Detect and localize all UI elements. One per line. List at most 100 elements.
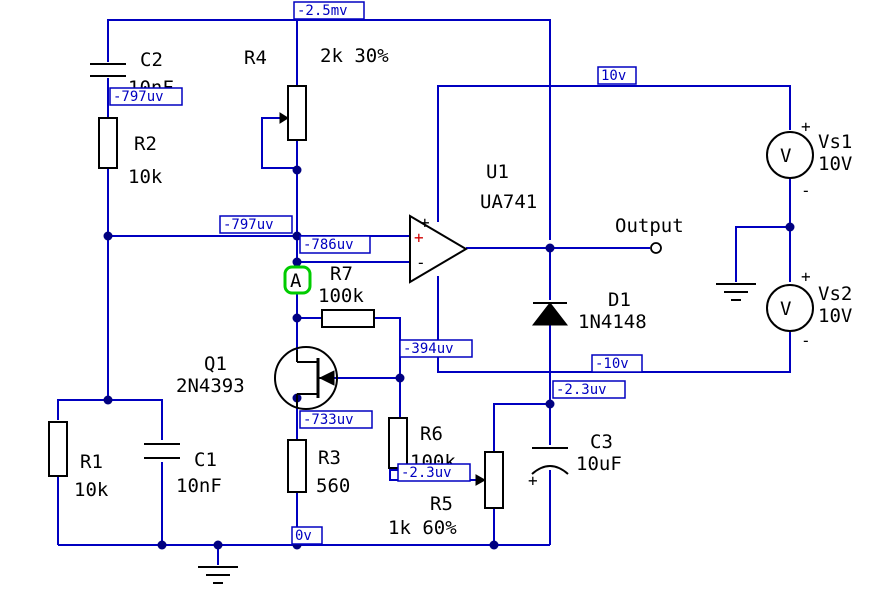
r5-name: R5 (430, 493, 453, 515)
r7-name: R7 (330, 263, 353, 285)
vs1-minus-mark: - (801, 181, 811, 200)
junction-node (103, 231, 113, 241)
u1-name: U1 (486, 161, 509, 183)
junction-node (545, 399, 555, 409)
probe-ground[interactable]: 0v (291, 526, 323, 545)
probe-c2-r2-value: -797uv (113, 89, 164, 105)
vs1-plus-mark: + (801, 117, 811, 136)
probe-top-value: -2.5mv (297, 3, 348, 19)
junction-node (292, 313, 302, 323)
potentiometer-r5[interactable]: R5 1k 60% (388, 451, 504, 539)
voltmeter-symbol: V (780, 298, 791, 320)
potentiometer-r4[interactable]: R4 2k 30% (244, 45, 389, 141)
probe-top[interactable]: -2.5mv (293, 1, 365, 20)
r4-name: R4 (244, 47, 267, 69)
r6-name: R6 (420, 423, 443, 445)
probe-supply-pos-value: 10v (601, 68, 626, 84)
resistor-r2[interactable]: R2 10k (98, 117, 163, 188)
opamp-noninverting-mark: + (414, 228, 424, 247)
output-label: Output (615, 215, 684, 237)
vs2-minus-mark: - (801, 331, 811, 350)
probe-q1-source[interactable]: -733uv (299, 410, 373, 429)
r3-name: R3 (318, 447, 341, 469)
probe-r7-r6[interactable]: -394uv (399, 339, 473, 358)
voltage-source-vs1[interactable]: V + - Vs1 10V (766, 117, 852, 200)
diode-d1[interactable]: D1 1N4148 (531, 289, 647, 333)
probe-ground-value: 0v (295, 528, 312, 544)
junction-node (292, 165, 302, 175)
q1-value: 2N4393 (176, 375, 245, 397)
output-terminal[interactable]: Output (615, 215, 684, 254)
junction-node (545, 243, 555, 253)
d1-name: D1 (608, 289, 631, 311)
q1-name: Q1 (204, 353, 227, 375)
r7-value: 100k (318, 285, 364, 307)
junction-node (489, 540, 499, 550)
r4-value: 2k 30% (320, 45, 389, 67)
probe-supply-neg[interactable]: -10v (591, 354, 643, 373)
junction-node (103, 395, 113, 405)
r2-name: R2 (134, 133, 157, 155)
vs1-name: Vs1 (818, 131, 852, 153)
probe-c3-top-value: -2.3uv (556, 382, 607, 398)
probe-r5-wiper-value: -2.3uv (401, 465, 452, 481)
vs2-value: 10V (818, 305, 852, 327)
c2-name: C2 (140, 49, 163, 71)
junction-node (292, 257, 302, 267)
junction-node (395, 373, 405, 383)
vs2-name: Vs2 (818, 283, 852, 305)
wire-top-rail (107, 19, 551, 240)
resistor-r1[interactable]: R1 10k (48, 421, 109, 501)
capacitor-c1[interactable]: C1 10nF (144, 443, 222, 497)
c1-name: C1 (194, 449, 217, 471)
r1-name: R1 (80, 451, 103, 473)
resistor-r7[interactable]: R7 100k (318, 263, 375, 328)
voltage-probes: -2.5mv -797uv -797uv -786uv 10v -394uv -… (109, 1, 643, 545)
resistor-r3[interactable]: R3 560 (287, 439, 350, 497)
opamp-minus-mark: - (416, 253, 426, 272)
wire-supply-pos (437, 85, 791, 222)
opamp-plus-mark: + (420, 213, 430, 232)
probe-r7-r6-value: -394uv (403, 341, 454, 357)
probe-c2-r2[interactable]: -797uv (109, 87, 183, 106)
probe-r5-wiper[interactable]: -2.3uv (397, 463, 471, 482)
probe-c3-top[interactable]: -2.3uv (552, 380, 626, 399)
jfet-q1[interactable]: Q1 2N4393 (176, 346, 338, 410)
vs1-value: 10V (818, 153, 852, 175)
wire-r4-wiper (261, 117, 298, 169)
r1-value: 10k (74, 479, 109, 501)
d1-value: 1N4148 (578, 311, 647, 333)
r2-value: 10k (128, 166, 163, 188)
ground-icon (198, 566, 238, 584)
junction-node (157, 540, 167, 550)
junction-node (785, 222, 795, 232)
voltmeter-symbol: V (780, 145, 791, 167)
probe-supply-neg-value: -10v (595, 356, 629, 372)
capacitor-c3[interactable]: + C3 10uF (528, 431, 622, 490)
probe-q1-source-value: -733uv (303, 412, 354, 428)
voltage-source-vs2[interactable]: V + - Vs2 10V (766, 267, 852, 350)
wire-r7-right (374, 317, 401, 418)
c3-name: C3 (590, 431, 613, 453)
probe-opamp-in-value: -786uv (303, 237, 354, 253)
wire-r5-top (493, 403, 550, 452)
c3-plus-mark: + (528, 471, 538, 490)
r5-value: 1k 60% (388, 517, 457, 539)
ground-icon (716, 283, 756, 301)
test-point-a[interactable]: A (283, 265, 312, 295)
r3-value: 560 (316, 475, 350, 497)
probe-r2-node-value: -797uv (223, 217, 274, 233)
probe-opamp-in[interactable]: -786uv (299, 235, 371, 254)
u1-value: UA741 (480, 191, 537, 213)
opamp-u1[interactable]: + + - U1 UA741 (409, 161, 537, 284)
c1-value: 10nF (176, 475, 222, 497)
probe-supply-pos[interactable]: 10v (597, 66, 637, 85)
c3-value: 10uF (576, 453, 622, 475)
junction-node (213, 540, 223, 550)
wire-vs-ground (735, 226, 790, 282)
wire-r1c1-top (57, 399, 163, 440)
test-point-label: A (290, 270, 302, 292)
probe-r2-node[interactable]: -797uv (219, 215, 293, 234)
vs2-plus-mark: + (801, 267, 811, 286)
